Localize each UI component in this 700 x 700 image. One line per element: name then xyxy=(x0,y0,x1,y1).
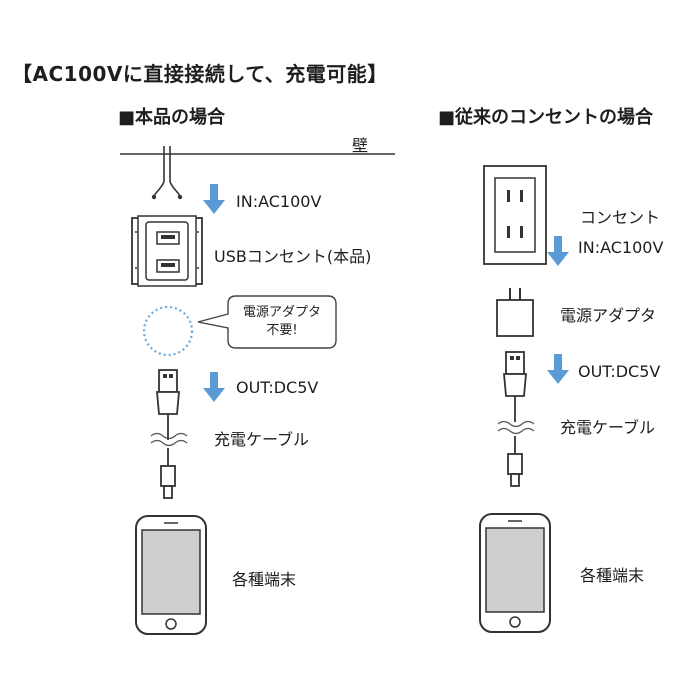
cable-connector-right xyxy=(507,439,523,487)
phone-right xyxy=(479,513,551,633)
cable-break-left xyxy=(150,432,188,447)
cable-connector-left xyxy=(160,451,176,499)
bubble-text: 電源アダプタ 不要! xyxy=(242,305,321,338)
cable-break-right xyxy=(497,420,535,435)
left-heading: ■本品の場合 xyxy=(118,107,226,128)
speech-bubble xyxy=(197,295,337,349)
main-title: 【AC100Vに直接接続して、充電可能】 xyxy=(12,62,388,86)
phone-left xyxy=(135,515,207,635)
left-input-label: IN:AC100V xyxy=(236,192,322,211)
wall-wire xyxy=(151,146,183,200)
right-device-label: 各種端末 xyxy=(580,566,645,585)
arrow-out-left xyxy=(203,372,225,402)
left-output-label: OUT:DC5V xyxy=(236,378,319,397)
right-output-label: OUT:DC5V xyxy=(578,362,661,381)
usb-plug-left xyxy=(156,369,180,441)
usb-outlet xyxy=(131,215,203,287)
usb-outlet-label: USBコンセント(本品) xyxy=(214,247,372,266)
right-input-label: IN:AC100V xyxy=(578,238,664,257)
usb-plug-right xyxy=(503,351,527,423)
no-adapter-circle xyxy=(142,305,194,357)
left-cable-label: 充電ケーブル xyxy=(214,430,310,449)
adapter-label: 電源アダプタ xyxy=(560,306,657,325)
wall-outlet xyxy=(483,165,547,265)
arrow-in-right xyxy=(547,236,569,266)
right-cable-label: 充電ケーブル xyxy=(560,418,656,437)
arrow-in-left xyxy=(203,184,225,214)
wall-label: 壁 xyxy=(352,136,369,155)
power-adapter xyxy=(496,288,534,337)
arrow-out-right xyxy=(547,354,569,384)
left-device-label: 各種端末 xyxy=(232,570,297,589)
wall-outlet-label: コンセント xyxy=(580,208,661,227)
right-heading: ■従来のコンセントの場合 xyxy=(438,107,654,128)
